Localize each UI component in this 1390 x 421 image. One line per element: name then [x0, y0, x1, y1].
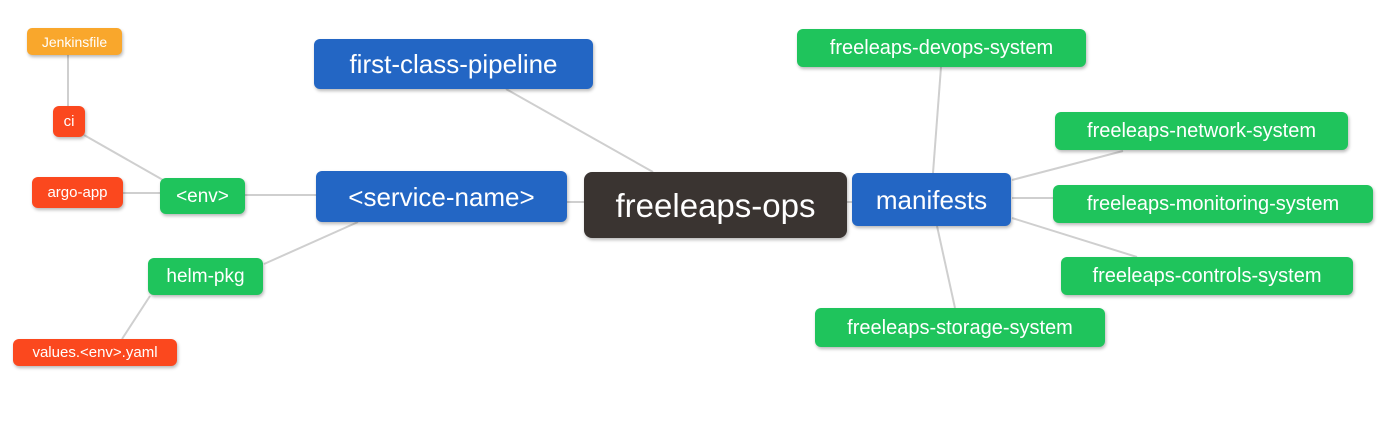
node-argo-app[interactable]: argo-app	[32, 177, 123, 208]
node-freeleaps-monitoring-system[interactable]: freeleaps-monitoring-system	[1053, 185, 1373, 223]
node-freeleaps-devops-system[interactable]: freeleaps-devops-system	[797, 29, 1086, 67]
edge-manifests-network	[1011, 150, 1124, 181]
node-first-class-pipeline[interactable]: first-class-pipeline	[314, 39, 593, 89]
edge-ci-env	[83, 134, 164, 181]
edge-helm-pkg-values	[121, 295, 151, 340]
node-freeleaps-ops-root[interactable]: freeleaps-ops	[584, 172, 847, 238]
node-ci[interactable]: ci	[53, 106, 85, 137]
node-env[interactable]: <env>	[160, 178, 245, 214]
node-manifests[interactable]: manifests	[852, 173, 1011, 226]
node-freeleaps-controls-system[interactable]: freeleaps-controls-system	[1061, 257, 1353, 295]
edge-helm-pkg-service-name	[263, 221, 359, 265]
node-freeleaps-network-system[interactable]: freeleaps-network-system	[1055, 112, 1348, 150]
edge-manifests-controls	[1011, 217, 1138, 258]
edge-manifests-storage	[936, 225, 956, 309]
edge-manifests-devops	[932, 66, 942, 174]
node-freeleaps-storage-system[interactable]: freeleaps-storage-system	[815, 308, 1105, 347]
node-helm-pkg[interactable]: helm-pkg	[148, 258, 263, 295]
node-service-name[interactable]: <service-name>	[316, 171, 567, 222]
node-jenkinsfile[interactable]: Jenkinsfile	[27, 28, 122, 55]
edge-pipeline-root	[505, 88, 654, 173]
node-values-env-yaml[interactable]: values.<env>.yaml	[13, 339, 177, 366]
